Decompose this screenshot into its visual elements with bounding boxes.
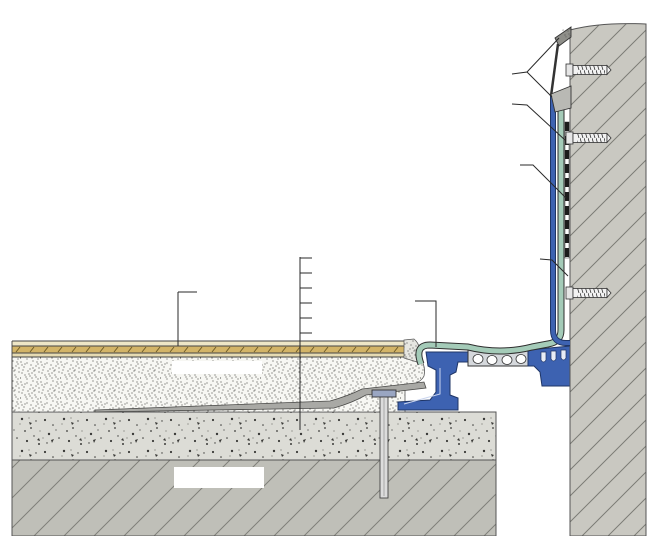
- leader-cap-flashing: [511, 37, 560, 98]
- anchor-tip: [606, 64, 612, 76]
- wall-upstand: [549, 26, 572, 346]
- leader-layer-ruler: [299, 257, 312, 430]
- anchor-thread: [577, 65, 605, 75]
- tile-bottom-band: [12, 353, 414, 357]
- label-box: [172, 361, 262, 374]
- screed-aggregate: [12, 412, 496, 460]
- screed-layer: [11, 411, 497, 461]
- label-box-slab: [174, 467, 264, 488]
- wall-anchor: [565, 63, 612, 77]
- anchor-head: [565, 63, 574, 77]
- flashing-plate: [549, 43, 560, 97]
- bolt-head: [371, 389, 397, 398]
- wall-anchor: [565, 286, 612, 300]
- anchor-thread: [577, 288, 605, 298]
- label-box: [174, 467, 264, 488]
- separation-membrane: [94, 381, 427, 413]
- tile-core-ticks: [12, 346, 414, 353]
- anchor-head: [565, 131, 574, 145]
- anchor-tip: [606, 132, 612, 144]
- profile-left-leg: [397, 351, 471, 411]
- anchor-bolt: [371, 389, 397, 499]
- tile-finish: [11, 340, 414, 412]
- profile-right-slots: [540, 349, 567, 363]
- wall-hatching: [569, 23, 647, 536]
- insert-chamber: [486, 355, 498, 365]
- profile-slot: [560, 349, 567, 361]
- anchor-tip: [606, 287, 612, 299]
- leader-joint-tape: [520, 164, 567, 199]
- leader-upper-anchor: [511, 103, 566, 141]
- leader-edge-mortar: [415, 300, 437, 347]
- upstand-profile: [551, 96, 570, 345]
- insulation-layer: [11, 356, 425, 413]
- profile-slot: [550, 350, 557, 362]
- insert-chamber: [515, 354, 527, 364]
- leader-tile-finish: [177, 291, 197, 346]
- tile-top-band: [12, 341, 414, 346]
- anchor-thread: [577, 133, 605, 143]
- masonry-wall: [569, 23, 647, 536]
- wall-anchor: [565, 131, 612, 145]
- insert-chamber: [472, 354, 484, 364]
- leader-lines: [177, 37, 569, 430]
- profile-left-inner-line: [403, 368, 441, 405]
- tile-lines: [11, 340, 414, 412]
- leader-upstand-profile: [539, 258, 569, 277]
- upstand-clip: [550, 85, 572, 113]
- cap-sealant: [562, 27, 571, 38]
- label-box-insulation: [172, 361, 262, 374]
- insert-chamber: [501, 355, 513, 365]
- anchor-head: [565, 286, 574, 300]
- insert-chambers: [472, 354, 527, 365]
- profile-slot: [540, 351, 547, 363]
